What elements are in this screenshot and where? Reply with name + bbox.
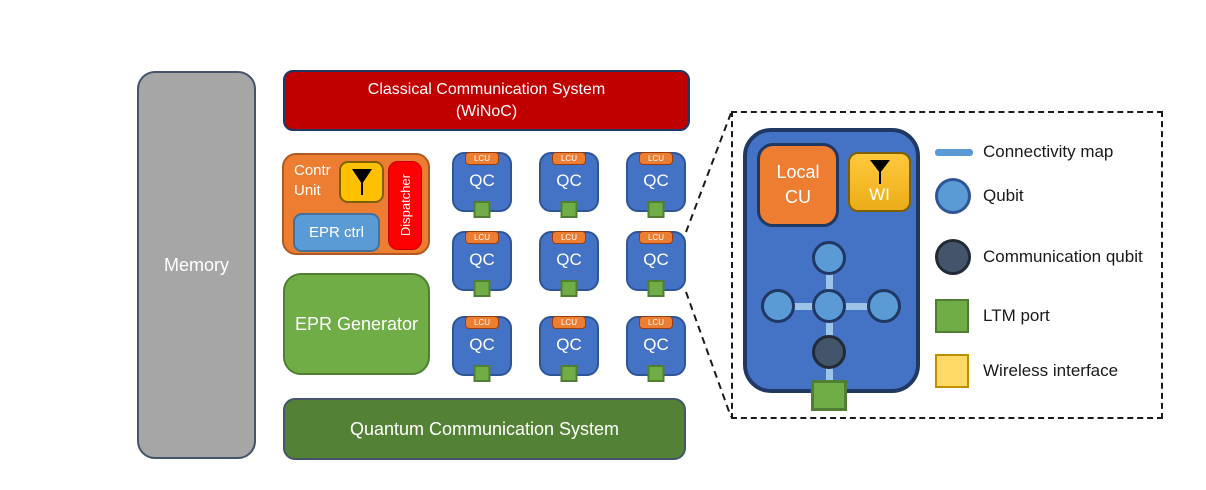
- qc-label: QC: [556, 171, 582, 190]
- lcu-tab: LCU: [639, 231, 673, 244]
- legend-item: LTM port: [935, 294, 1050, 338]
- epr-ctrl-block: EPR ctrl: [293, 213, 380, 252]
- qc-label: QC: [643, 250, 669, 269]
- qubit-left: [761, 289, 795, 323]
- ltm-port-icon: [473, 201, 491, 218]
- memory-block: Memory: [137, 71, 256, 459]
- qc-chip: LCU QC: [539, 231, 599, 297]
- qc-label: QC: [643, 335, 669, 354]
- control-unit-label-line1: Contr: [294, 162, 331, 179]
- ltm-port-icon: [647, 280, 665, 297]
- comm-qubit-swatch: [935, 239, 971, 275]
- qc-label: QC: [469, 250, 495, 269]
- legend-item-label: LTM port: [983, 306, 1050, 325]
- lcu-tab: LCU: [465, 231, 499, 244]
- qubit-center: [812, 289, 846, 323]
- qc-chip: LCU QC: [452, 231, 512, 297]
- legend-item: Qubit: [935, 174, 1024, 218]
- ltm-port-icon: [647, 201, 665, 218]
- wireless-interface-block: WI: [848, 152, 911, 212]
- qubit-swatch-icon: [935, 178, 973, 214]
- ltm-port-icon: [473, 365, 491, 382]
- legend-item: Communication qubit: [935, 235, 1143, 279]
- lcu-tab: LCU: [552, 231, 586, 244]
- qc-label: QC: [556, 335, 582, 354]
- line-swatch: [935, 148, 973, 156]
- lcu-tab: LCU: [639, 152, 673, 165]
- wireless-interface-label: WI: [869, 185, 890, 204]
- antenna-icon: [869, 160, 890, 184]
- classical-comm-block: Classical Communication System (WiNoC): [283, 70, 690, 131]
- qubit-swatch: [935, 178, 971, 214]
- local-cu-block: Local CU: [757, 143, 839, 227]
- qc-chip: LCU QC: [626, 152, 686, 218]
- lcu-tab: LCU: [465, 152, 499, 165]
- qc-label: QC: [643, 171, 669, 190]
- connectivity-line-vertical: [826, 258, 833, 388]
- qc-chip: LCU QC: [539, 152, 599, 218]
- qubit-top: [812, 241, 846, 275]
- qc-label: QC: [469, 171, 495, 190]
- quantum-comm-block: Quantum Communication System: [283, 398, 686, 460]
- epr-ctrl-label: EPR ctrl: [308, 224, 364, 241]
- ltm-swatch: [935, 299, 969, 333]
- ltm-port-icon: [647, 365, 665, 382]
- qc-label: QC: [469, 335, 495, 354]
- dispatcher-block: Dispatcher: [388, 161, 422, 250]
- qc-chip: LCU QC: [452, 316, 512, 382]
- lcu-tab: LCU: [639, 316, 673, 329]
- legend-item: Connectivity map: [935, 130, 1113, 174]
- classical-comm-label: Classical Communication System: [367, 80, 606, 98]
- communication-qubit: [812, 335, 846, 369]
- epr-generator-label: EPR Generator: [294, 313, 419, 334]
- zoom-connector-line-bottom: [685, 291, 732, 418]
- ltm-port-icon: [560, 365, 578, 382]
- memory-label: Memory: [163, 254, 229, 275]
- quantum-comm-label: Quantum Communication System: [349, 418, 620, 439]
- legend-item-label: Wireless interface: [983, 361, 1119, 380]
- wireless-swatch: [935, 354, 969, 388]
- detail-view-frame: [731, 111, 1163, 419]
- lcu-tab: LCU: [552, 316, 586, 329]
- qc-chip: LCU QC: [626, 316, 686, 382]
- control-unit-antenna-box: [339, 161, 384, 203]
- lcu-tab: LCU: [465, 316, 499, 329]
- ltm-port-icon: [560, 201, 578, 218]
- zoom-connector-line-top: [685, 112, 732, 233]
- qc-chip: LCU QC: [626, 231, 686, 297]
- ltm-port-icon: [560, 280, 578, 297]
- epr-generator-block: EPR Generator: [283, 273, 430, 375]
- lcu-tab: LCU: [552, 152, 586, 165]
- line-swatch-icon: [935, 148, 973, 156]
- wireless-swatch-icon: [935, 354, 973, 388]
- legend-item: Wireless interface: [935, 349, 1118, 393]
- ltm-swatch-icon: [935, 299, 973, 333]
- legend-item-label: Connectivity map: [983, 142, 1114, 161]
- detail-ltm-port-icon: [811, 380, 847, 411]
- antenna-icon: [351, 169, 372, 195]
- qc-label: QC: [556, 250, 582, 269]
- ltm-port-icon: [473, 280, 491, 297]
- classical-comm-sublabel: (WiNoC): [455, 102, 518, 120]
- control-unit-block: Contr Unit Dispatcher EPR ctrl: [282, 153, 430, 255]
- qc-chip: LCU QC: [452, 152, 512, 218]
- legend-item-label: Qubit: [983, 186, 1024, 205]
- local-cu-label-line1: Local: [776, 161, 820, 182]
- control-unit-label-line2: Unit: [294, 182, 321, 200]
- dispatcher-label: Dispatcher: [397, 174, 413, 237]
- comm-qubit-swatch-icon: [935, 239, 973, 275]
- qc-chip: LCU QC: [539, 316, 599, 382]
- legend-item-label: Communication qubit: [983, 247, 1143, 266]
- qubit-right: [867, 289, 901, 323]
- local-cu-label-line2: CU: [785, 187, 811, 207]
